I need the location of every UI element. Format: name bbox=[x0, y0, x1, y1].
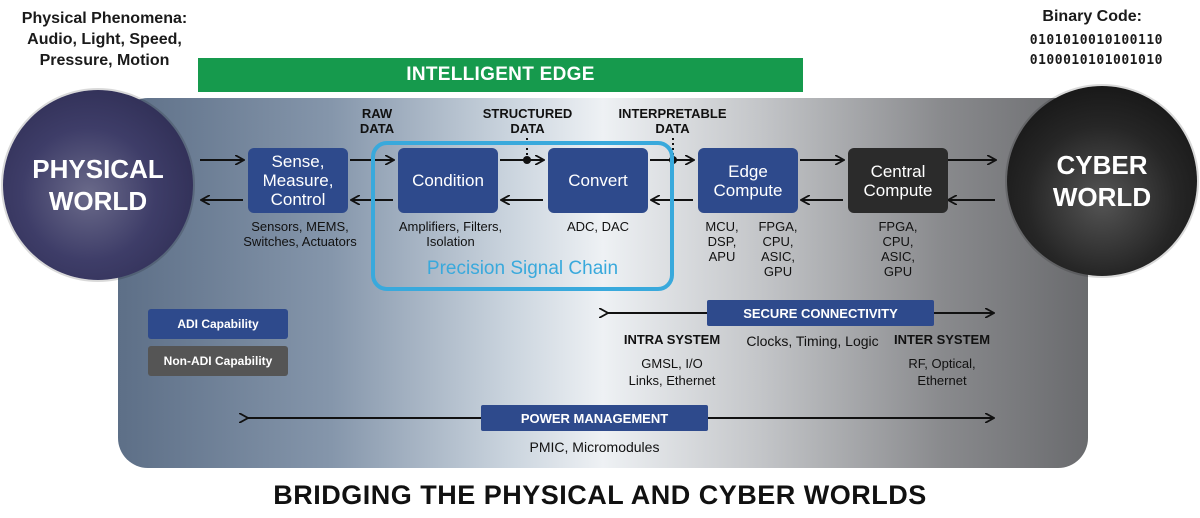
edge-sub-right-3: ASIC, bbox=[761, 249, 795, 264]
edge-compute-line-1: Edge bbox=[728, 161, 768, 181]
edge-sub-left-3: APU bbox=[708, 249, 736, 264]
binary-line-2: 0100010101001010 bbox=[1029, 53, 1163, 68]
central-compute-line-1: Central bbox=[870, 161, 926, 181]
secure-connectivity-ribbon: SECURE CONNECTIVITY bbox=[707, 300, 934, 326]
central-sub-1: FPGA, bbox=[878, 219, 918, 234]
structured-data-line-2: DATA bbox=[510, 121, 545, 136]
phenomena-line-3: Pressure, Motion bbox=[39, 52, 170, 69]
sense-sub-line-2: Switches, Actuators bbox=[243, 234, 357, 249]
structured-data-label: STRUCTURED DATA bbox=[475, 106, 580, 136]
edge-sub-right-4: GPU bbox=[763, 264, 793, 279]
phenomena-line-2: Audio, Light, Speed, bbox=[27, 31, 182, 48]
convert-block: Convert bbox=[548, 148, 648, 213]
legend-adi-capability: ADI Capability bbox=[148, 309, 288, 339]
sense-line-3: Control bbox=[270, 190, 326, 209]
power-management-ribbon: POWER MANAGEMENT bbox=[481, 405, 708, 431]
binary-code-lines: 0101010010100110 0100010101001010 bbox=[1005, 31, 1163, 71]
edge-sub-left-1: MCU, bbox=[705, 219, 739, 234]
condition-sub-line-2: Isolation bbox=[426, 234, 475, 249]
footer-title: BRIDGING THE PHYSICAL AND CYBER WORLDS bbox=[273, 480, 927, 510]
inter-system-line-2: Ethernet bbox=[917, 373, 967, 388]
edge-sub-right-2: CPU, bbox=[762, 234, 794, 249]
edge-sub-left-2: DSP, bbox=[707, 234, 737, 249]
condition-label: Condition bbox=[412, 171, 484, 190]
inter-system-sub: RF, Optical, Ethernet bbox=[887, 355, 997, 389]
raw-data-line-2: DATA bbox=[359, 121, 395, 136]
precision-signal-chain-outline bbox=[371, 141, 674, 291]
intra-system-sub: GMSL, I/O Links, Ethernet bbox=[612, 355, 732, 389]
sense-sub-text: Sensors, MEMS, Switches, Actuators bbox=[226, 219, 374, 249]
intra-system-title: INTRA SYSTEM bbox=[623, 332, 721, 347]
raw-data-line-1: RAW bbox=[361, 106, 393, 121]
edge-compute-line-2: Compute bbox=[713, 180, 783, 200]
central-sub-3: ASIC, bbox=[881, 249, 915, 264]
precision-signal-chain-label: Precision Signal Chain bbox=[426, 258, 619, 279]
convert-sub-text: ADC, DAC bbox=[566, 219, 630, 234]
convert-label: Convert bbox=[568, 171, 628, 190]
edge-sub-right-1: FPGA, bbox=[758, 219, 798, 234]
edge-compute-block: Edge Compute bbox=[698, 148, 798, 213]
cyber-world-circle: CYBER WORLD bbox=[1007, 86, 1197, 276]
interpretable-data-line-1: INTERPRETABLE bbox=[618, 106, 727, 121]
intra-system-line-1: GMSL, I/O bbox=[641, 356, 703, 371]
edge-compute-sub-right: FPGA, CPU, ASIC, GPU bbox=[752, 219, 804, 279]
condition-sub-text: Amplifiers, Filters, Isolation bbox=[383, 219, 518, 249]
cyber-world-line-1: CYBER bbox=[1056, 150, 1148, 180]
central-compute-line-2: Compute bbox=[863, 180, 933, 200]
inter-system-line-1: RF, Optical, bbox=[908, 356, 976, 371]
physical-world-line-2: WORLD bbox=[48, 186, 148, 216]
sense-line-1: Sense, bbox=[271, 152, 325, 171]
physical-world-line-1: PHYSICAL bbox=[32, 154, 164, 184]
cyber-world-line-2: WORLD bbox=[1052, 182, 1152, 212]
central-sub-2: CPU, bbox=[882, 234, 914, 249]
interpretable-data-line-2: DATA bbox=[655, 121, 690, 136]
interpretable-data-label: INTERPRETABLE DATA bbox=[610, 106, 735, 136]
physical-world-circle: PHYSICAL WORLD bbox=[3, 90, 193, 280]
binary-code-title: Binary Code: bbox=[1042, 8, 1142, 25]
condition-block: Condition bbox=[398, 148, 498, 213]
central-compute-sub-text: FPGA, CPU, ASIC, GPU bbox=[868, 219, 928, 279]
intelligent-edge-bar: INTELLIGENT EDGE bbox=[198, 58, 803, 92]
physical-phenomena-text: Physical Phenomena: Audio, Light, Speed,… bbox=[2, 8, 207, 71]
sense-measure-control-block: Sense, Measure, Control bbox=[248, 148, 348, 213]
phenomena-line-1: Physical Phenomena: bbox=[21, 10, 188, 27]
intra-system-line-2: Links, Ethernet bbox=[628, 373, 716, 388]
central-compute-block: Central Compute bbox=[848, 148, 948, 213]
sense-line-2: Measure, bbox=[262, 171, 334, 190]
inter-system-title: INTER SYSTEM bbox=[893, 332, 991, 347]
legend-non-adi-capability: Non-ADI Capability bbox=[148, 346, 288, 376]
structured-data-line-1: STRUCTURED bbox=[482, 106, 573, 121]
raw-data-label: RAW DATA bbox=[352, 106, 402, 136]
edge-compute-sub-left: MCU, DSP, APU bbox=[700, 219, 744, 264]
power-management-sub: PMIC, Micromodules bbox=[529, 439, 660, 455]
binary-line-1: 0101010010100110 bbox=[1029, 33, 1163, 48]
sense-sub-line-1: Sensors, MEMS, bbox=[251, 219, 349, 234]
central-sub-4: GPU bbox=[883, 264, 913, 279]
clocks-timing-logic: Clocks, Timing, Logic bbox=[746, 333, 879, 349]
condition-sub-line-1: Amplifiers, Filters, bbox=[398, 219, 503, 234]
